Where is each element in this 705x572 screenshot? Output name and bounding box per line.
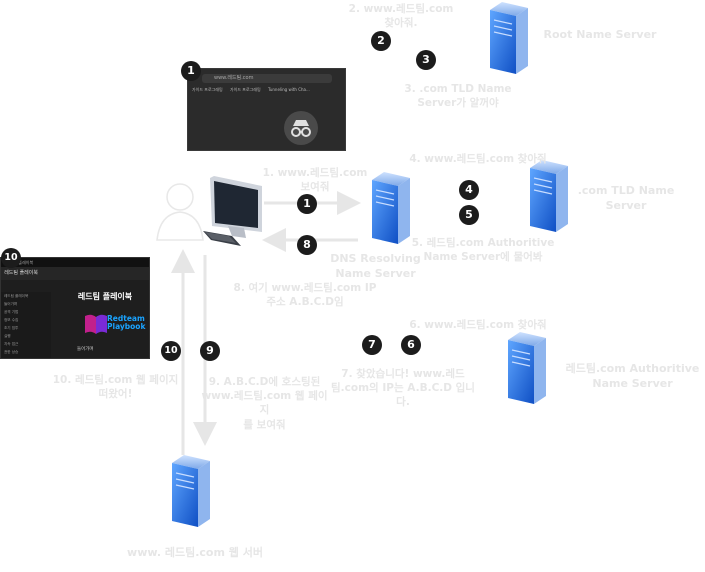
user-icon [156,183,204,241]
label-dns-resolver: DNS Resolving Name Server [330,252,421,280]
root-name-server-icon [489,1,529,75]
step-badge: 5 [459,205,479,225]
step-badge: 10 [1,248,21,268]
computer-icon [203,176,262,246]
label-step3: 3. .com TLD Name Server가 알꺼야 [404,83,512,110]
label-tld-name-server: .com TLD Name Server [577,184,675,212]
label-web-server: www. 레드팀.com 웹 서버 [127,546,263,559]
browser-screenshot-incognito: www.레드팀.com 가이드 프로그래밍 가이드 프로그래밍 Tunnelin… [187,68,346,151]
step-badge: 2 [371,31,391,51]
bookmark-item: 가이드 프로그래밍 [230,87,261,92]
brand-logo-text: Redteam Playbook [107,314,146,331]
step-badge: 10 [161,341,181,361]
sidebar-item: 실행 [4,334,11,338]
label-step10: 10. 레드팀.com 웹 페이지 떠왔어! [52,374,179,401]
label-step7: 7. 찾았습니다! www.레드 팀.com의 IP는 A.B.C.D 입니 다… [331,368,475,409]
step-badge: 8 [297,235,317,255]
tld-name-server-icon [529,159,569,233]
label-step9: 9. A.B.C.D에 호스팅된 www.레드팀.com 웹 페이지 를 보여줘 [201,376,328,431]
step-badge: 1 [181,61,201,81]
sidebar-item: 지속 접근 [4,342,19,346]
sidebar-item: 레드팀 플레이북 [4,294,29,298]
authoritative-name-server-icon [507,331,547,405]
label-step8: 8. 여기 www.레드팀.com IP 주소 A.B.C.D임 [233,282,377,309]
label-step6: 6. www.레드팀.com 찾아줘 [409,319,547,331]
sidebar-item: 들어가며 [4,302,18,306]
incognito-icon [284,111,318,145]
step-badge: 9 [200,341,220,361]
sidebar-item: 초기 침투 [4,326,19,330]
label-step5: 5. 레드팀.com Authoritive Name Server에 물어봐 [411,237,555,264]
book-icon [85,314,107,334]
sidebar-item: 권한 상승 [4,350,19,354]
browser-screenshot-redteam-playbook: 레드팀 플레이북 레드팀 플레이북 레드팀 플레이북 들어가며 공격 기법 정보… [0,257,150,359]
step-badge: 7 [362,335,382,355]
sidebar-item: 정보 수집 [4,318,19,322]
page-title: 레드팀 플레이북 [77,292,133,301]
page-heading: 들어가며 [77,347,94,352]
step-badge: 6 [401,335,421,355]
label-step4: 4. www.레드팀.com 찾아줘 [409,153,547,165]
sidebar: 레드팀 플레이북 들어가며 공격 기법 정보 수집 초기 침투 실행 지속 접근… [1,292,51,358]
site-header: 레드팀 플레이북 [1,267,149,280]
label-step2: 2. www.레드팀.com 찾아줘. [348,3,454,30]
step-badge: 4 [459,180,479,200]
sidebar-item: 공격 기법 [4,310,19,314]
bookmark-item: 가이드 프로그래밍 [192,87,223,92]
label-step1: 1. www.레드팀.com 보여줘 [262,167,368,194]
label-root-name-server: Root Name Server [543,28,657,41]
address-bar: www.레드팀.com [202,74,332,83]
step-badge: 1 [297,194,317,214]
browser-tab: 레드팀 플레이북 [1,258,149,267]
step-badge: 3 [416,50,436,70]
web-server-icon [171,454,211,528]
bookmark-item: Tunneling with Cha... [268,87,310,92]
label-authoritative-name-server: 레드팀.com Authoritive Name Server [565,362,700,390]
